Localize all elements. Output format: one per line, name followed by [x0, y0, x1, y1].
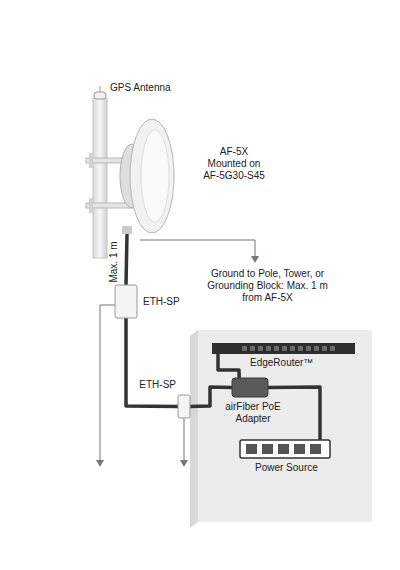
outlet	[246, 444, 257, 454]
u-bolt	[89, 153, 93, 168]
device-label: ETH-SP	[143, 296, 180, 308]
dish-mount	[122, 226, 132, 234]
ethsp-node: ETH-SP	[178, 395, 190, 418]
gps-antenna-stub	[100, 86, 101, 92]
outlet	[294, 444, 305, 454]
poe-shape	[232, 378, 268, 397]
port	[322, 346, 327, 351]
outlet	[278, 444, 289, 454]
poe-node: airFiber PoE Adapter	[232, 378, 268, 397]
gps-antenna	[94, 92, 106, 99]
outlet	[262, 444, 273, 454]
device-label: Power Source	[255, 462, 318, 474]
ethsp-shape	[115, 285, 137, 318]
ground-arrow	[180, 460, 188, 467]
power-strip	[240, 440, 330, 458]
surge-protector	[115, 285, 137, 318]
ethsp-shape	[178, 395, 190, 418]
surge-protector	[178, 395, 190, 418]
ethsp-node: ETH-SP	[115, 285, 137, 318]
mounting-pole	[93, 98, 107, 258]
device-label: AF-5X Mounted on AF-5G30-S45	[200, 146, 268, 182]
ethernet-cable	[218, 354, 239, 378]
building-interior	[198, 330, 372, 522]
ethernet-cable	[126, 234, 127, 285]
strip-node: Power Source	[240, 440, 330, 458]
port	[274, 346, 279, 351]
device-label: airFiber PoE Adapter	[222, 401, 284, 425]
note-label: Ground to Pole, Tower, or Grounding Bloc…	[200, 268, 335, 304]
device-label: EdgeRouter™	[250, 357, 313, 369]
port	[314, 346, 319, 351]
ethernet-cable	[268, 387, 320, 440]
note-label: GPS Antenna	[110, 82, 171, 94]
strip-shape	[240, 440, 330, 458]
port	[242, 346, 247, 351]
ground-arrow	[251, 256, 259, 263]
device-label: ETH-SP	[132, 379, 176, 391]
port	[266, 346, 271, 351]
u-bolt	[89, 198, 93, 213]
dish-shape	[108, 118, 178, 234]
ethernet-cable	[126, 318, 178, 407]
router-shape	[212, 343, 355, 354]
outlet	[310, 444, 321, 454]
ground-arrow	[96, 460, 104, 467]
dish-reflector	[130, 119, 174, 233]
ground-wire	[100, 305, 115, 462]
ground-wire	[140, 240, 255, 258]
wall-edge	[190, 330, 198, 528]
port	[290, 346, 295, 351]
dimension-label: Max. 1 m	[108, 241, 120, 282]
port	[250, 346, 255, 351]
port	[306, 346, 311, 351]
port	[282, 346, 287, 351]
router-node: EdgeRouter™	[212, 343, 355, 354]
rack-router	[212, 343, 355, 354]
port	[298, 346, 303, 351]
port	[258, 346, 263, 351]
dish-node: AF-5X Mounted on AF-5G30-S45	[108, 118, 178, 234]
dish-inner	[141, 130, 169, 222]
port	[330, 346, 335, 351]
ground-wire	[184, 418, 185, 462]
poe-adapter	[232, 378, 268, 397]
